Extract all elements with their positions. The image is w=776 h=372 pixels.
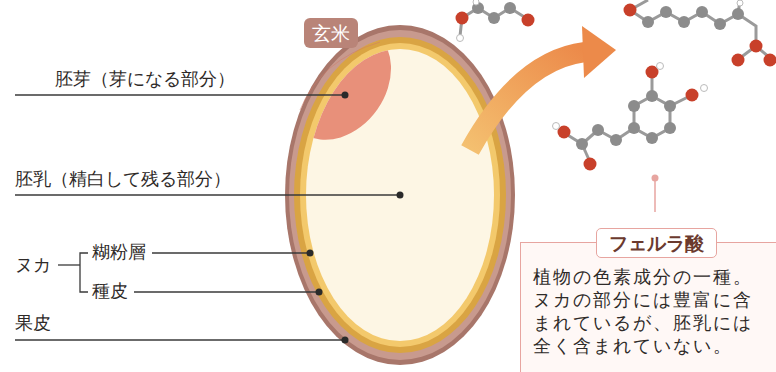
callout-pointer-dot (652, 175, 659, 182)
molecule-atoms (456, 0, 776, 171)
callout-pointer (654, 178, 656, 212)
arrow-head (582, 26, 616, 78)
part-label: 胚芽（芽になる部分） (55, 68, 235, 90)
callout-body: 植物の色素成分の一種。ヌカの部分には豊富に含まれているが、胚乳には全く含まれてい… (533, 265, 763, 357)
part-label: 胚乳（精白して残る部分） (15, 168, 231, 190)
part-label: 糊粉層 (92, 241, 146, 263)
part-label: 果皮 (15, 312, 51, 334)
part-label: 種皮 (92, 280, 128, 302)
flow-arrow (470, 52, 585, 150)
embryo (263, 4, 413, 161)
badge-text: 玄米 (312, 22, 350, 44)
molecule-bonds (460, 0, 770, 162)
callout-heading: フェルラ酸 (596, 228, 717, 258)
group-label: ヌカ (15, 254, 51, 276)
leader-lines (15, 95, 400, 340)
callout-box: フェルラ酸植物の色素成分の一種。ヌカの部分には豊富に含まれているが、胚乳には全く… (520, 242, 776, 372)
title-badge: 玄米 (304, 18, 358, 48)
leader-dots (307, 92, 404, 344)
